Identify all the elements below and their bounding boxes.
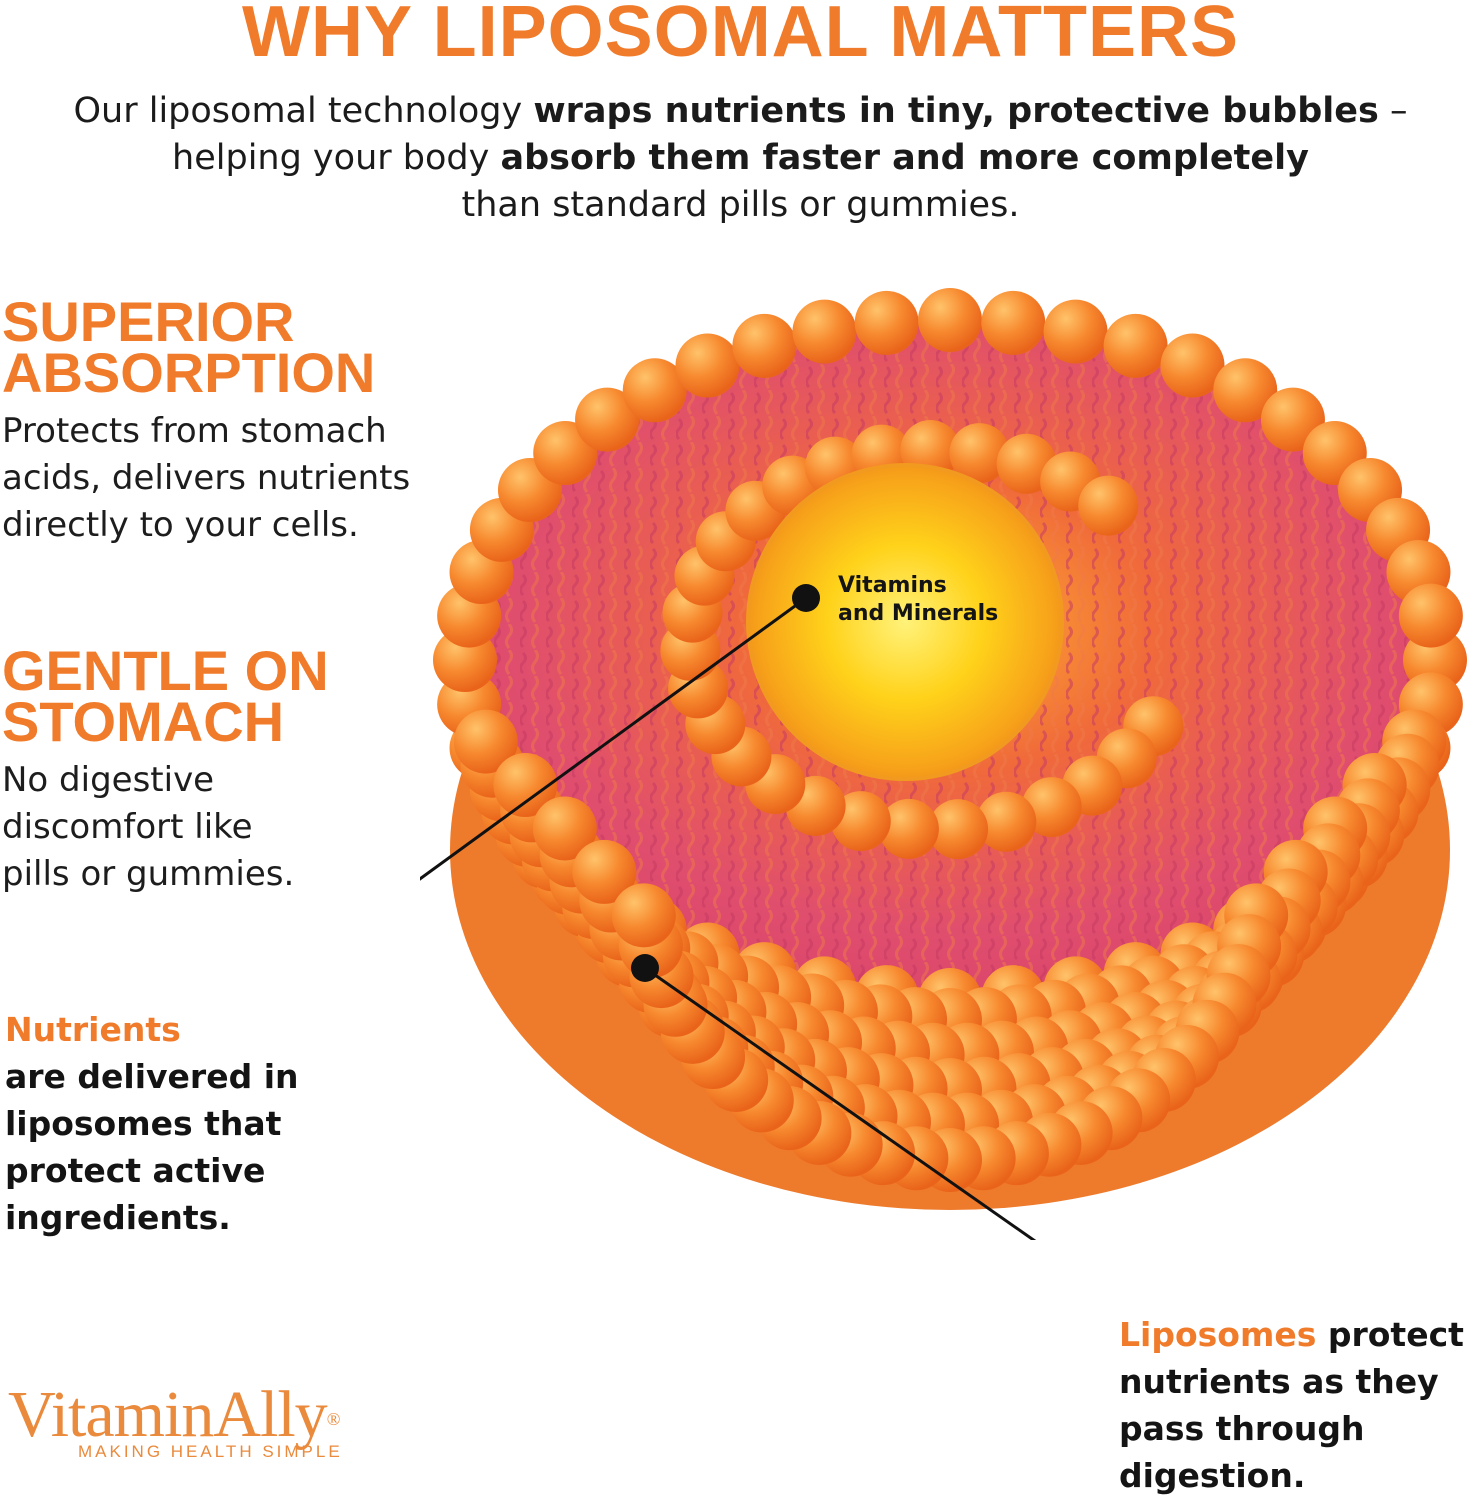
phospholipid-head bbox=[622, 358, 687, 423]
outer-bowl-rows bbox=[453, 709, 1447, 1192]
benefit-heading: STOMACH bbox=[2, 690, 285, 753]
liposomes-pointer-dot bbox=[631, 954, 659, 982]
liposomes-callout: Liposomes protect nutrients as they pass… bbox=[1119, 1315, 1464, 1495]
phospholipid-head bbox=[1398, 583, 1463, 648]
intro-line-2: helping your body absorb them faster and… bbox=[172, 138, 1309, 178]
benefit-gentle-on-stomach: GENTLE ON STOMACH No digestive discomfor… bbox=[2, 639, 329, 898]
nutrients-callout: Nutrients are delivered in liposomes tha… bbox=[5, 1010, 299, 1237]
phospholipid-head bbox=[575, 387, 640, 452]
page-title: WHY LIPOSOMAL MATTERS bbox=[241, 0, 1239, 72]
inner-phospholipid-ring bbox=[660, 420, 1184, 860]
phospholipid-head bbox=[981, 290, 1046, 355]
brand-name: VitaminAlly bbox=[8, 1378, 328, 1451]
phospholipid-head bbox=[1160, 333, 1225, 398]
core-label: Vitamins and Minerals bbox=[838, 573, 999, 626]
phospholipid-head bbox=[675, 333, 740, 398]
phospholipid-head bbox=[611, 883, 676, 948]
benefit-heading: GENTLE ON bbox=[2, 639, 329, 702]
benefit-heading: SUPERIOR bbox=[2, 290, 295, 353]
phospholipid-head bbox=[453, 709, 518, 774]
phospholipid-head bbox=[878, 798, 939, 859]
benefit-heading: ABSORPTION bbox=[2, 341, 376, 404]
registered-mark: ® bbox=[326, 1409, 341, 1429]
nutrients-pointer-dot bbox=[792, 584, 820, 612]
benefit-text: acids, delivers nutrients bbox=[2, 458, 411, 498]
phospholipid-head bbox=[949, 423, 1010, 484]
phospholipid-head bbox=[854, 290, 919, 355]
phospholipid-head bbox=[918, 288, 982, 352]
phospholipid-head bbox=[1103, 313, 1168, 378]
phospholipid-head bbox=[792, 299, 857, 364]
benefit-text: Protects from stomach bbox=[2, 411, 387, 451]
benefit-text: No digestive bbox=[2, 760, 215, 800]
brand-tagline: MAKING HEALTH SIMPLE bbox=[78, 1442, 343, 1461]
liposome-illustration bbox=[420, 288, 1467, 1240]
liposomes-pointer-line bbox=[644, 966, 1037, 1240]
intro-text: Our liposomal technology wraps nutrients… bbox=[0, 88, 1481, 229]
phospholipid-head bbox=[493, 753, 558, 818]
benefit-text: pills or gummies. bbox=[2, 854, 295, 894]
phospholipid-head bbox=[1043, 299, 1108, 364]
phospholipid-head bbox=[928, 799, 989, 860]
benefit-superior-absorption: SUPERIOR ABSORPTION Protects from stomac… bbox=[2, 290, 411, 549]
phospholipid-head bbox=[732, 313, 797, 378]
phospholipid-head bbox=[1021, 777, 1082, 838]
phospholipid-head bbox=[1078, 475, 1139, 536]
benefit-text: discomfort like bbox=[2, 807, 253, 847]
phospholipid-head bbox=[830, 791, 891, 852]
nutrients-pointer-line bbox=[420, 596, 807, 881]
benefit-text: directly to your cells. bbox=[2, 505, 359, 545]
nutrient-core bbox=[748, 465, 1062, 779]
phospholipid-head bbox=[572, 839, 637, 904]
intro-line-3: than standard pills or gummies. bbox=[461, 185, 1020, 225]
brand-logo: VitaminAlly® MAKING HEALTH SIMPLE bbox=[8, 1382, 343, 1462]
intro-line-1: Our liposomal technology wraps nutrients… bbox=[73, 91, 1408, 131]
phospholipid-head bbox=[532, 796, 597, 861]
phospholipid-head bbox=[976, 791, 1037, 852]
phospholipid-head bbox=[1213, 358, 1278, 423]
